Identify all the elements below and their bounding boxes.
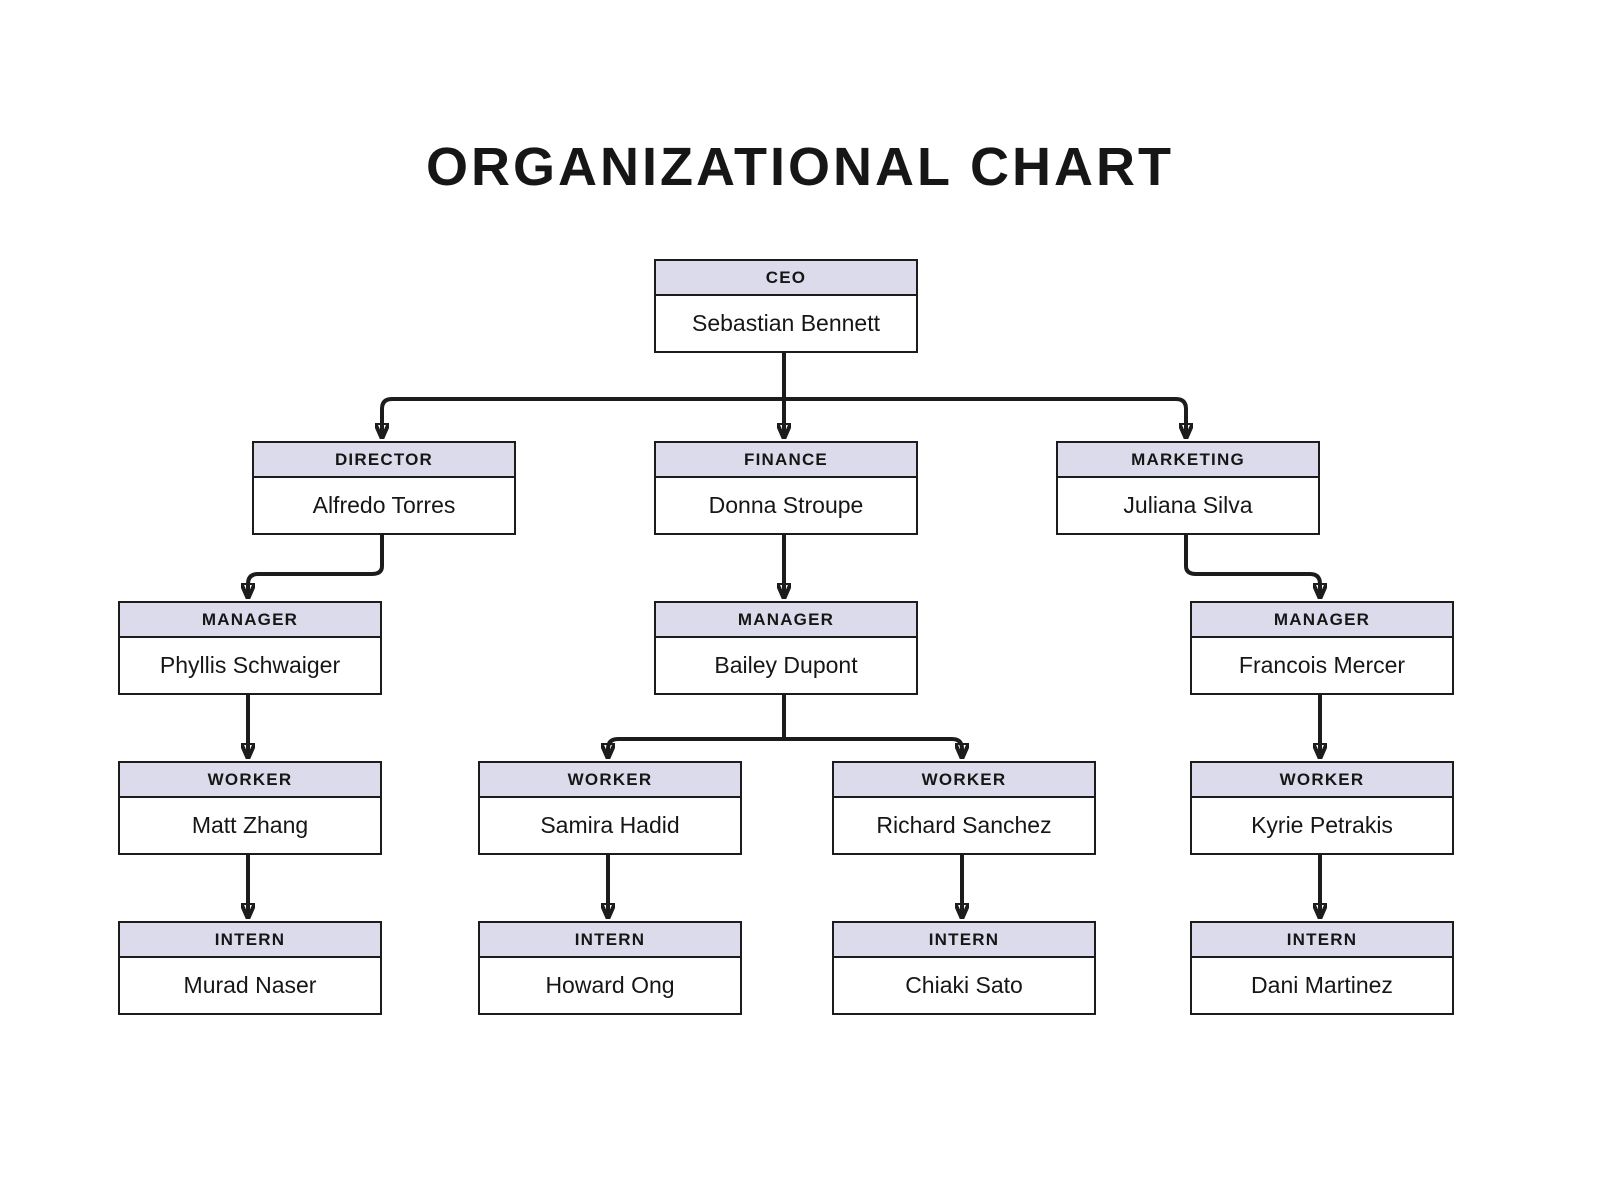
person-name-director: Alfredo Torres: [312, 492, 456, 518]
role-header-marketing: MARKETING: [1058, 443, 1318, 478]
connector-ceo-director: [382, 397, 784, 435]
person-name-intern-finance-2: Chiaki Sato: [905, 972, 1023, 998]
person-name-finance: Donna Stroupe: [708, 492, 864, 518]
person-name-manager-marketing: Francois Mercer: [1238, 652, 1406, 678]
org-node-worker-finance-2: WORKER Richard Sanchez: [832, 761, 1096, 855]
connector-director-manager: [248, 535, 384, 595]
person-name-intern-finance-1: Howard Ong: [545, 972, 675, 998]
role-header-manager-marketing: MANAGER: [1192, 603, 1452, 638]
org-node-worker-marketing: WORKER Kyrie Petrakis: [1190, 761, 1454, 855]
org-node-marketing: MARKETING Juliana Silva: [1056, 441, 1320, 535]
org-node-intern-finance-2: INTERN Chiaki Sato: [832, 921, 1096, 1015]
role-header-worker-marketing: WORKER: [1192, 763, 1452, 798]
role-header-worker-finance-1: WORKER: [480, 763, 740, 798]
role-header-worker-director: WORKER: [120, 763, 380, 798]
person-name-worker-finance-2: Richard Sanchez: [876, 812, 1052, 838]
role-header-intern-marketing: INTERN: [1192, 923, 1452, 958]
org-node-ceo: CEO Sebastian Bennett: [654, 259, 918, 353]
person-name-manager-finance: Bailey Dupont: [714, 652, 858, 678]
org-node-worker-director: WORKER Matt Zhang: [118, 761, 382, 855]
role-header-manager-finance: MANAGER: [656, 603, 916, 638]
role-header-worker-finance-2: WORKER: [834, 763, 1094, 798]
connector-marketing-manager: [1184, 535, 1320, 595]
person-name-ceo: Sebastian Bennett: [692, 310, 880, 336]
person-name-intern-marketing: Dani Martinez: [1251, 972, 1393, 998]
role-header-ceo: CEO: [656, 261, 916, 296]
person-name-worker-marketing: Kyrie Petrakis: [1251, 812, 1393, 838]
person-name-manager-director: Phyllis Schwaiger: [159, 652, 341, 678]
org-node-manager-director: MANAGER Phyllis Schwaiger: [118, 601, 382, 695]
page-title: ORGANIZATIONAL CHART: [426, 137, 1174, 197]
org-node-intern-finance-1: INTERN Howard Ong: [478, 921, 742, 1015]
org-node-manager-marketing: MANAGER Francois Mercer: [1190, 601, 1454, 695]
role-header-intern-director: INTERN: [120, 923, 380, 958]
role-header-manager-director: MANAGER: [120, 603, 380, 638]
org-node-worker-finance-1: WORKER Samira Hadid: [478, 761, 742, 855]
person-name-worker-director: Matt Zhang: [191, 812, 309, 838]
role-header-director: DIRECTOR: [254, 443, 514, 478]
connector-managerfinance-worker2: [784, 737, 962, 755]
connector-ceo-marketing: [784, 397, 1186, 435]
org-node-intern-director: INTERN Murad Naser: [118, 921, 382, 1015]
connector-managerfinance-worker1: [608, 737, 784, 755]
org-node-finance: FINANCE Donna Stroupe: [654, 441, 918, 535]
person-name-marketing: Juliana Silva: [1123, 492, 1253, 518]
role-header-finance: FINANCE: [656, 443, 916, 478]
org-node-intern-marketing: INTERN Dani Martinez: [1190, 921, 1454, 1015]
org-node-director: DIRECTOR Alfredo Torres: [252, 441, 516, 535]
role-header-intern-finance-1: INTERN: [480, 923, 740, 958]
person-name-worker-finance-1: Samira Hadid: [540, 812, 680, 838]
org-node-manager-finance: MANAGER Bailey Dupont: [654, 601, 918, 695]
person-name-intern-director: Murad Naser: [183, 972, 317, 998]
role-header-intern-finance-2: INTERN: [834, 923, 1094, 958]
